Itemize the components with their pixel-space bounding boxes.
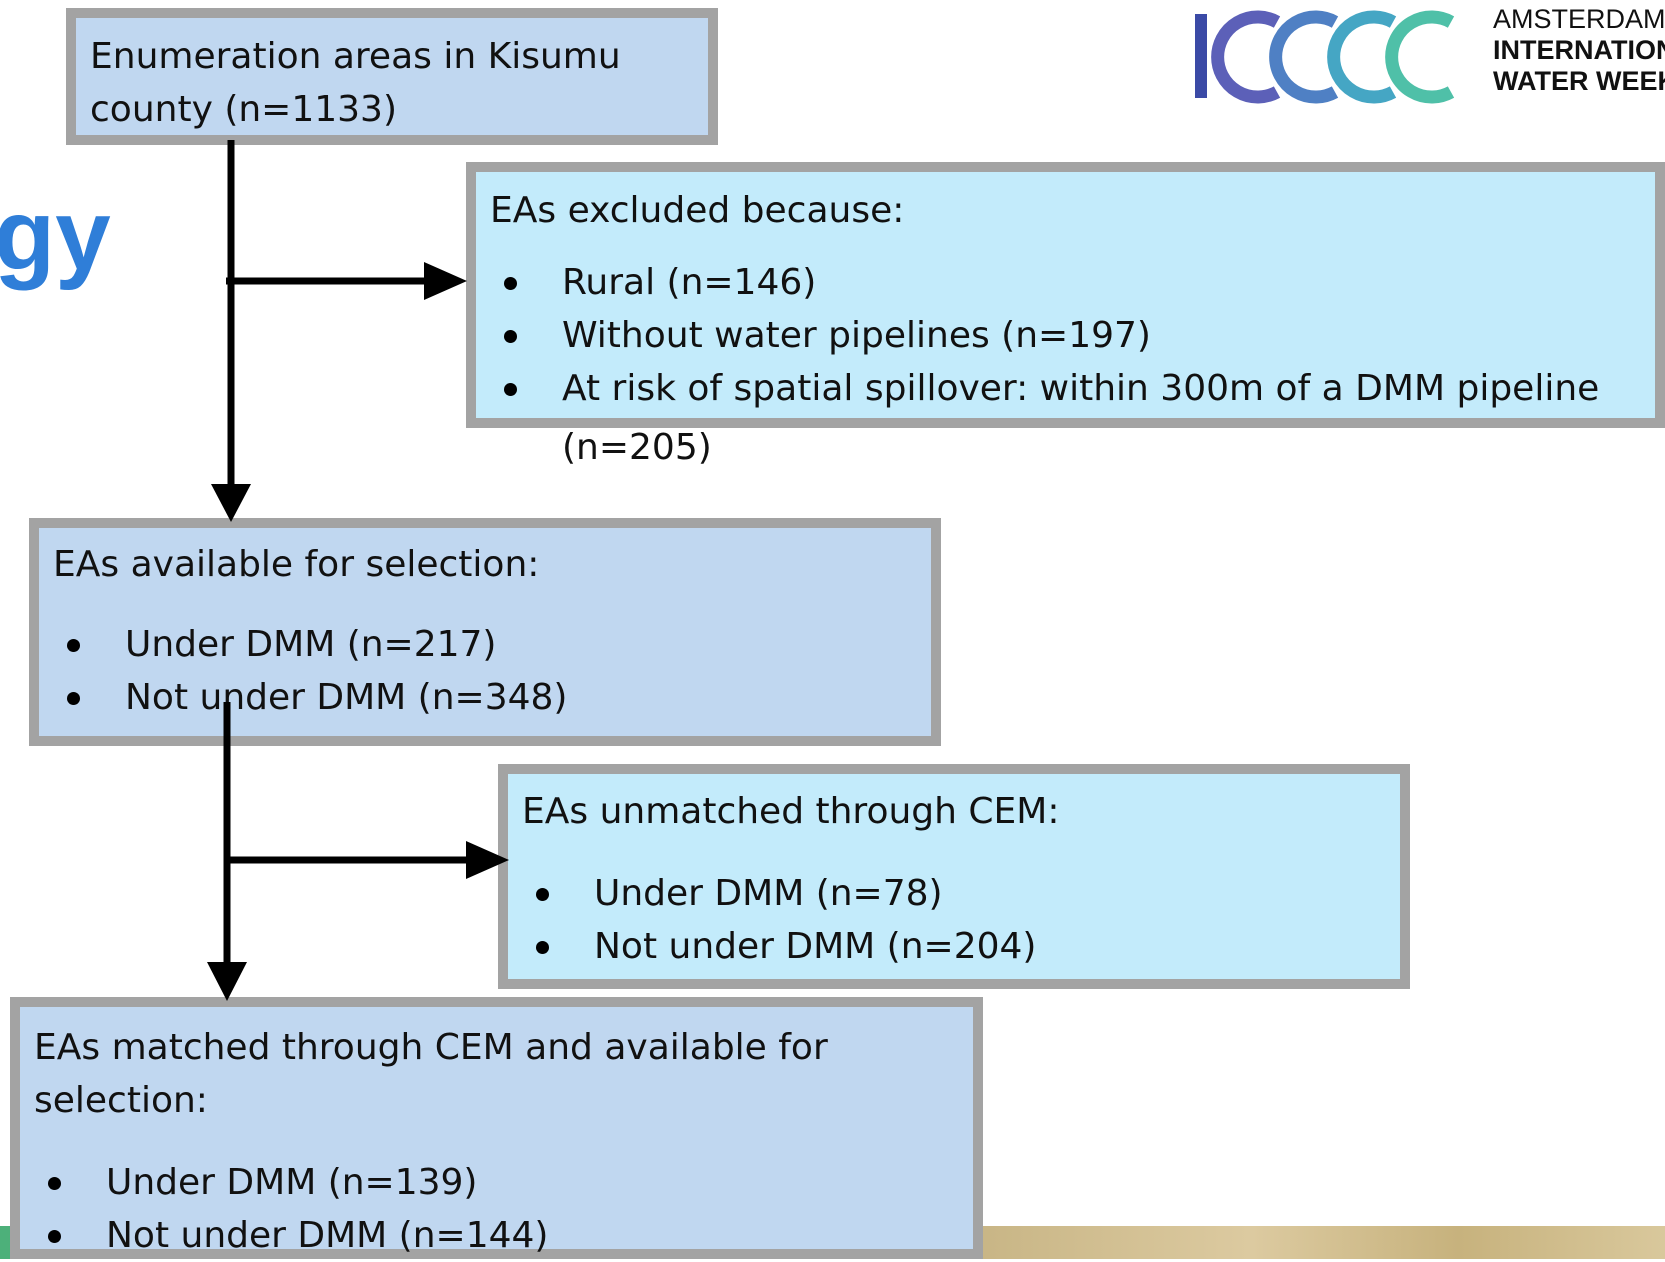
- unmatched-list: Under DMM (n=78) Not under DMM (n=204): [522, 867, 1036, 973]
- box-unmatched-heading: EAs unmatched through CEM:: [522, 791, 1060, 832]
- bottom-decor-image: [975, 1226, 1665, 1259]
- matched-list: Under DMM (n=139) Not under DMM (n=144): [34, 1156, 548, 1262]
- arrowhead-down-matched: [207, 962, 247, 1001]
- available-list: Under DMM (n=217) Not under DMM (n=348): [53, 618, 567, 724]
- logo-line-water-week: WATER WEEK: [1493, 66, 1665, 96]
- list-item: Without water pipelines (n=197): [490, 309, 1599, 362]
- list-item: Not under DMM (n=204): [522, 920, 1036, 973]
- box-start-line1: Enumeration areas in Kisumu: [90, 36, 621, 77]
- logo-line-international: INTERNATIONAL: [1493, 35, 1665, 65]
- box-matched-line2: selection:: [34, 1080, 208, 1121]
- iww-wave-logo-icon: [1195, 10, 1455, 104]
- list-item: Under DMM (n=217): [53, 618, 567, 671]
- iww-logo-text: AMSTERDAM INTERNATIONAL WATER WEEK: [1493, 4, 1665, 97]
- list-item: Under DMM (n=139): [34, 1156, 548, 1209]
- box-unmatched: EAs unmatched through CEM: Under DMM (n=…: [498, 764, 1410, 989]
- box-available-heading: EAs available for selection:: [53, 544, 540, 585]
- list-item: At risk of spatial spillover: within 300…: [490, 362, 1599, 415]
- list-item: Not under DMM (n=348): [53, 671, 567, 724]
- arrowhead-right-excluded: [424, 262, 467, 300]
- arrowhead-down-available: [211, 484, 251, 522]
- excluded-item3-continuation: (n=205): [562, 427, 712, 468]
- list-item: Not under DMM (n=144): [34, 1209, 548, 1262]
- list-item: Rural (n=146): [490, 256, 1599, 309]
- box-start-line2: county (n=1133): [90, 89, 398, 130]
- box-matched-line1: EAs matched through CEM and available fo…: [34, 1027, 828, 1068]
- box-excluded-heading: EAs excluded because:: [490, 190, 905, 231]
- excluded-list: Rural (n=146) Without water pipelines (n…: [490, 256, 1599, 415]
- list-item: Under DMM (n=78): [522, 867, 1036, 920]
- logo-line-amsterdam: AMSTERDAM: [1493, 4, 1665, 34]
- box-matched: EAs matched through CEM and available fo…: [10, 997, 983, 1259]
- slide-title-fragment: gy: [0, 179, 111, 291]
- arrowhead-right-unmatched: [466, 841, 509, 879]
- box-excluded: EAs excluded because:: [466, 162, 1665, 428]
- box-enumeration-areas: Enumeration areas in Kisumu county (n=11…: [66, 8, 718, 145]
- iww-logo: [1195, 8, 1485, 106]
- box-available: EAs available for selection: Under DMM (…: [29, 518, 941, 746]
